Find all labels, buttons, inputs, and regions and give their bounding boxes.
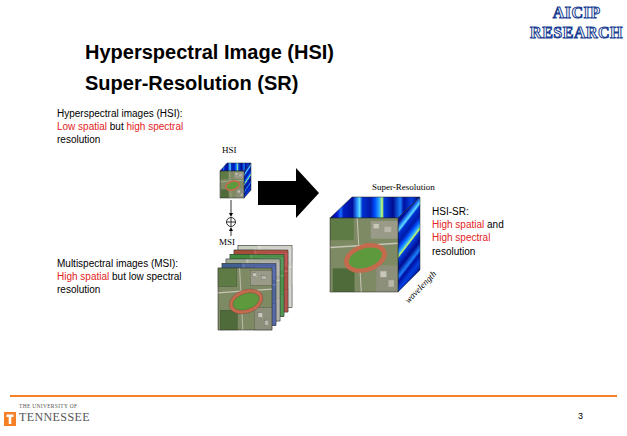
label-text: Super-Resolution [372, 182, 435, 192]
label-text: High spatial [432, 219, 484, 230]
label-text: HSI [222, 145, 237, 155]
label-text: but low spectral [112, 271, 181, 282]
logo-group: AICIPRESEARCH [530, 3, 623, 43]
label-text: resolution [57, 134, 100, 145]
logo-text: AICIP [530, 3, 623, 23]
label-text: Low spatial [57, 121, 107, 132]
label-text: Multispectral images (MSI): [57, 257, 219, 270]
logo-text: RESEARCH [530, 23, 623, 43]
label-text: MSI [219, 237, 235, 247]
label-text: HSI-SR: [432, 205, 524, 218]
label-text: and [487, 219, 504, 230]
label-text: resolution [57, 284, 100, 295]
label-text: Hyperspectral images (HSI): [57, 107, 219, 120]
text-group: HSI-SR:High spatial and High spectral re… [432, 205, 524, 258]
label-text: 3 [578, 411, 583, 421]
slide-title: Hyperspectral Image (HSI) Super-Resoluti… [85, 37, 385, 99]
label-text: THE UNIVERSITY OF [19, 403, 77, 409]
label-text: High spectral [432, 232, 490, 243]
label-text: High spatial [57, 271, 109, 282]
text-group: Multispectral images (MSI):High spatial … [57, 257, 219, 297]
label-text: resolution [432, 246, 475, 257]
label-text: TENNESSEE [19, 410, 90, 425]
label-text: high spectral [127, 121, 184, 132]
label-text: but [110, 121, 124, 132]
text-group: Hyperspectral images (HSI):Low spatial b… [57, 107, 219, 147]
